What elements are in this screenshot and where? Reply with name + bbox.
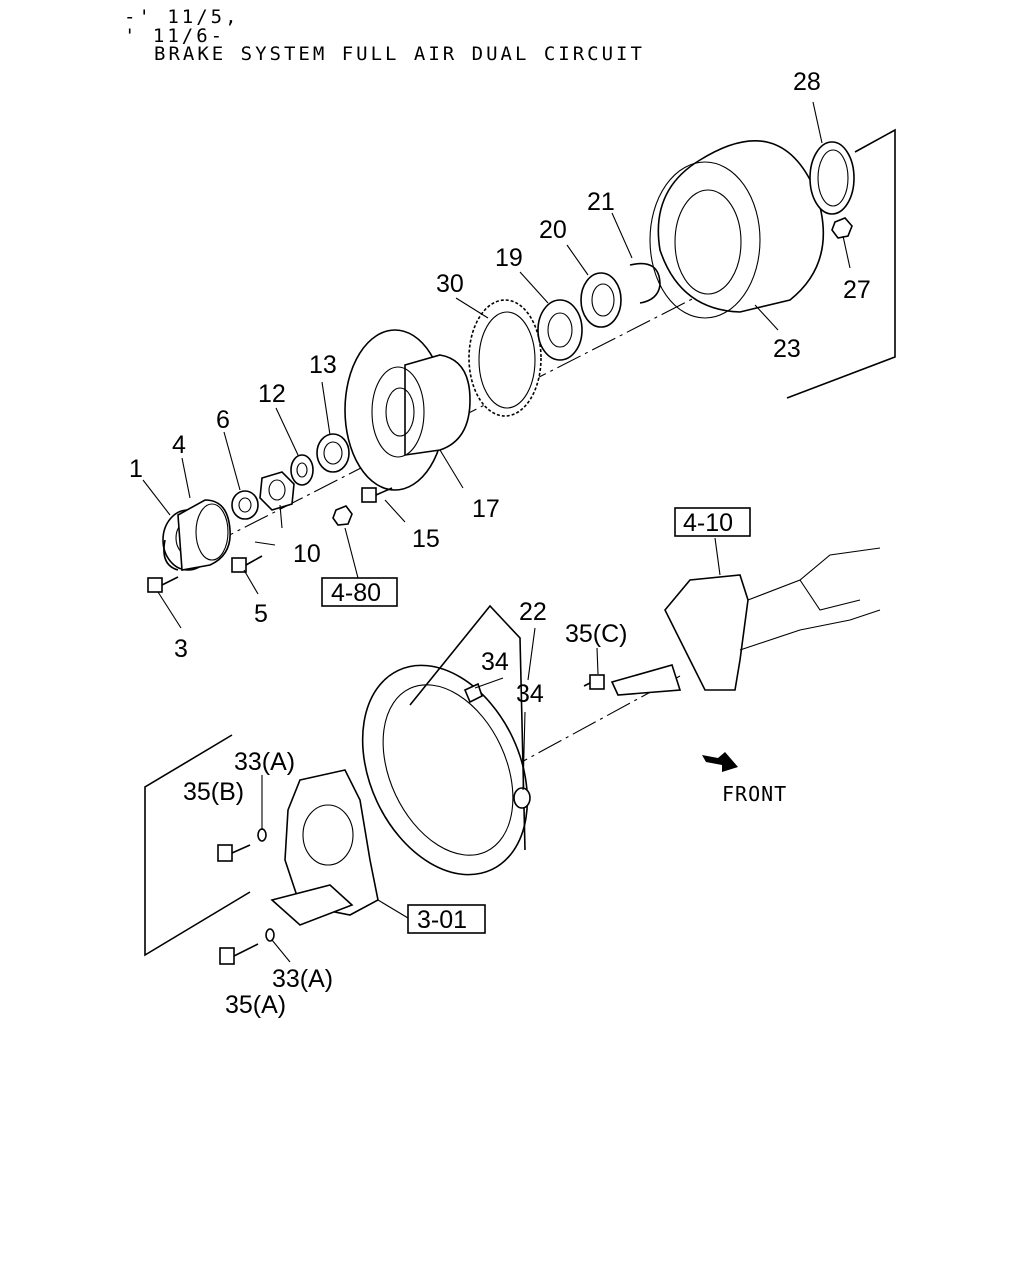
- plug-part-34b: [513, 787, 531, 809]
- bolt-part-35a: [219, 943, 259, 965]
- tone-ring-part-30: [468, 299, 542, 417]
- brake-drum-part-23: [649, 139, 825, 319]
- label-part-35b: 35(B): [183, 778, 244, 806]
- group-frame-right: [786, 128, 896, 399]
- label-part-13: 13: [309, 351, 337, 379]
- label-part-17: 17: [472, 495, 500, 523]
- label-part-34-lower: 34: [516, 680, 544, 708]
- header-line-1: -' 11/5,: [124, 6, 240, 28]
- ring-part-28: [809, 141, 855, 215]
- label-part-4: 4: [172, 431, 186, 459]
- nut-part-10: [259, 471, 295, 511]
- label-part-20: 20: [539, 216, 567, 244]
- washer-part-12: [290, 454, 314, 486]
- front-label: FRONT: [722, 782, 787, 806]
- backing-plate-frame: [409, 604, 526, 851]
- steering-knuckle-ref-410: [610, 547, 881, 696]
- backing-plate-part-22: [361, 664, 529, 876]
- wheel-hub-part-17: [344, 329, 471, 491]
- label-part-1: 1: [129, 455, 143, 483]
- washer-part-33a-top: [257, 828, 267, 842]
- bearing-part-6: [231, 490, 259, 520]
- stud-part-15: [361, 487, 393, 503]
- ref-box-480[interactable]: [321, 577, 398, 607]
- leader-lines: [142, 101, 851, 963]
- ref-text-480[interactable]: 4-80: [331, 579, 381, 607]
- label-part-6: 6: [216, 406, 230, 434]
- label-part-15: 15: [412, 525, 440, 553]
- ref-301-leader: [377, 899, 409, 919]
- label-part-28: 28: [793, 68, 821, 96]
- seal-part-20: [580, 272, 622, 328]
- label-part-33a-bottom: 33(A): [272, 965, 333, 993]
- label-part-5: 5: [254, 600, 268, 628]
- plug-part-34a: [463, 682, 483, 704]
- group-frame-left: [144, 734, 251, 957]
- brake-bracket-ref-301: [270, 769, 379, 926]
- header-line-2: ' 11/6-: [124, 25, 226, 47]
- label-part-10: 10: [293, 540, 321, 568]
- bolt-part-5: [231, 555, 263, 573]
- front-direction-arrow: [702, 752, 738, 772]
- label-part-35c: 35(C): [565, 620, 628, 648]
- diagram-title: BRAKE SYSTEM FULL AIR DUAL CIRCUIT: [154, 43, 645, 65]
- ref-box-301[interactable]: [407, 904, 486, 934]
- label-part-33a-top: 33(A): [234, 748, 295, 776]
- label-part-21: 21: [587, 188, 615, 216]
- label-part-3: 3: [174, 635, 188, 663]
- label-part-19: 19: [495, 244, 523, 272]
- label-part-27: 27: [843, 276, 871, 304]
- label-part-23: 23: [773, 335, 801, 363]
- hub-cap-flange-part: [177, 499, 231, 571]
- snap-ring-part-21: [629, 262, 661, 304]
- bolt-part-3: [147, 576, 179, 593]
- bolt-part-35c: [583, 674, 605, 690]
- nut-part-27: [831, 217, 853, 239]
- bearing-part-13: [316, 433, 350, 473]
- label-part-12: 12: [258, 380, 286, 408]
- label-part-30: 30: [436, 270, 464, 298]
- ref-box-410[interactable]: [674, 507, 751, 537]
- ref-text-301[interactable]: 3-01: [417, 906, 467, 934]
- bolt-part-35b: [217, 844, 251, 862]
- label-part-34-upper: 34: [481, 648, 509, 676]
- washer-part-33a-bottom: [265, 928, 275, 942]
- ref-text-410[interactable]: 4-10: [683, 509, 733, 537]
- bearing-part-19: [537, 299, 583, 361]
- label-part-35a: 35(A): [225, 991, 286, 1019]
- label-part-22: 22: [519, 598, 547, 626]
- nut-ref-480: [332, 505, 353, 526]
